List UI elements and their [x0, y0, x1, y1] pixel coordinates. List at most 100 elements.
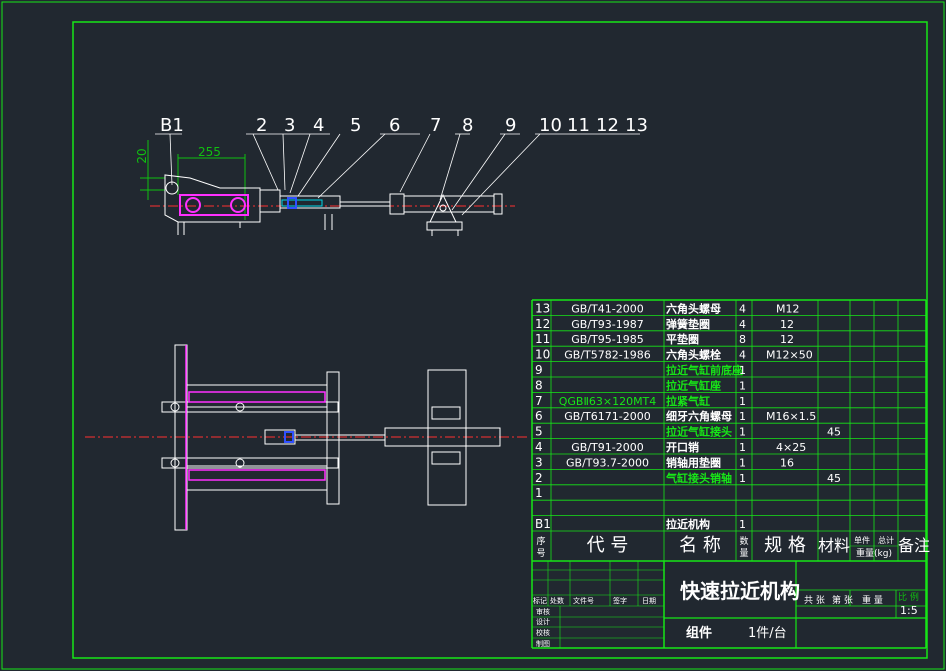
- bom-seq: 1: [535, 486, 543, 500]
- bom-spec: M12: [776, 302, 800, 315]
- balloon-leaders: [155, 133, 640, 216]
- bom-name: 拉紧气缸: [666, 394, 710, 408]
- bom-spec: 12: [780, 333, 794, 346]
- bom-code: GB/T5782-1986: [564, 349, 650, 362]
- header-total-weight: 总计: [878, 535, 894, 545]
- bom-row: 6 GB/T6171-2000 细牙六角螺母 1 M16×1.5: [535, 409, 816, 423]
- drawing-subtitle: 组件: [686, 625, 712, 641]
- bom-seq: 8: [535, 378, 543, 392]
- bom-qty: 1: [739, 395, 746, 408]
- sign-label-0: 审核: [536, 607, 550, 616]
- bom-code: GB/T93-1987: [571, 318, 643, 331]
- balloon-7: 7: [430, 115, 441, 136]
- front-joint-pin: [284, 431, 294, 443]
- bom-qty: 1: [739, 364, 746, 377]
- bom-code: GB/T6171-2000: [564, 410, 650, 423]
- bom-seq: 6: [535, 409, 543, 423]
- bom-spec: M16×1.5: [766, 410, 816, 423]
- scale-value: 1:5: [900, 604, 918, 617]
- dimension-label-20: 20: [135, 148, 149, 163]
- header-material: 材料: [818, 536, 850, 555]
- bom-qty: 1: [739, 441, 746, 454]
- header-spec: 规 格: [764, 535, 806, 556]
- header-qty: 数: [739, 535, 748, 547]
- bom-seq: 2: [535, 471, 543, 485]
- header-qty: 量: [739, 548, 748, 559]
- bom-code: GB/T93.7-2000: [566, 456, 649, 469]
- bom-material: 45: [827, 426, 841, 439]
- bom-name: 弹簧垫圈: [666, 317, 710, 331]
- sign-label-1: 设计: [536, 617, 550, 626]
- bom-header: 序号代 号名 称数量规 格材料单件总计重量(kg)备注: [536, 535, 930, 559]
- balloon-9: 9: [505, 115, 516, 136]
- bom-row: 1: [535, 486, 543, 500]
- bom-spec: M12×50: [766, 349, 813, 362]
- bom-name: 平垫圈: [666, 332, 699, 346]
- bom-seq: 9: [535, 363, 543, 377]
- bom-qty: 1: [739, 472, 746, 485]
- bom-qty: 4: [739, 349, 746, 362]
- sheet-number: 第 张: [832, 594, 853, 606]
- sign-label-2: 校核: [536, 628, 550, 637]
- bom-seq: 4: [535, 440, 543, 454]
- right-plate: [427, 369, 467, 506]
- bom-qty: 8: [739, 333, 746, 346]
- bom-name: 细牙六角螺母: [666, 409, 732, 423]
- header-seq: 序: [536, 535, 545, 547]
- balloon-2: 2: [256, 115, 267, 136]
- front-hatch-top: [188, 391, 326, 403]
- bom-qty: 1: [739, 456, 746, 469]
- balloon-11: 11: [567, 115, 590, 136]
- bom-row: 7 QGBⅡ63×120MT4 拉紧气缸 1: [535, 394, 746, 408]
- cylinder-assembly-top: [259, 189, 503, 230]
- hatched-plate: [179, 194, 249, 216]
- scale-label: 比 例: [898, 591, 919, 603]
- bom-spec: 12: [780, 318, 794, 331]
- bom-name: 拉近气缸座: [666, 378, 721, 392]
- dimension-20: [140, 140, 165, 200]
- bom-seq: 5: [535, 425, 543, 439]
- bom-spec: 4×25: [776, 441, 806, 454]
- cylinder-seat-top: [426, 193, 463, 236]
- sheet-total: 共 张: [804, 595, 825, 606]
- bom-name: 拉近气缸接头: [666, 425, 732, 439]
- header-unit-weight: 单件: [854, 535, 870, 545]
- header-weight-unit: 重量(kg): [856, 547, 892, 559]
- top-view: 20 255 B1 2: [135, 115, 648, 236]
- bom-name: 拉近机构: [666, 517, 710, 531]
- dimension-label-255: 255: [198, 145, 221, 159]
- bom-grid: [531, 299, 927, 562]
- bom-spec: 16: [780, 456, 794, 469]
- joint-pin-top: [287, 197, 297, 209]
- header-seq: 号: [536, 548, 545, 559]
- drawing-quantity: 1件/台: [748, 626, 787, 641]
- front-hatch-bottom: [188, 469, 326, 481]
- balloon-3: 3: [284, 115, 295, 136]
- balloon-6: 6: [389, 115, 400, 136]
- bolt-hole-right: [230, 197, 246, 213]
- bom-qty: 1: [739, 426, 746, 439]
- front-cylinder: [384, 427, 501, 447]
- bom-seq: 3: [535, 455, 543, 469]
- bom-code: QGBⅡ63×120MT4: [559, 395, 657, 408]
- title-block-grid: [531, 561, 927, 649]
- bom-seq: B1: [535, 517, 551, 531]
- drawing-title: 快速拉近机构: [680, 579, 800, 603]
- balloon-12: 12: [596, 115, 619, 136]
- bom-name: 六角头螺母: [666, 301, 721, 315]
- bom-seq: 10: [535, 348, 550, 362]
- rev-header-4: 日期: [642, 597, 656, 605]
- bom-seq: 7: [535, 394, 543, 408]
- bom-qty: 1: [739, 410, 746, 423]
